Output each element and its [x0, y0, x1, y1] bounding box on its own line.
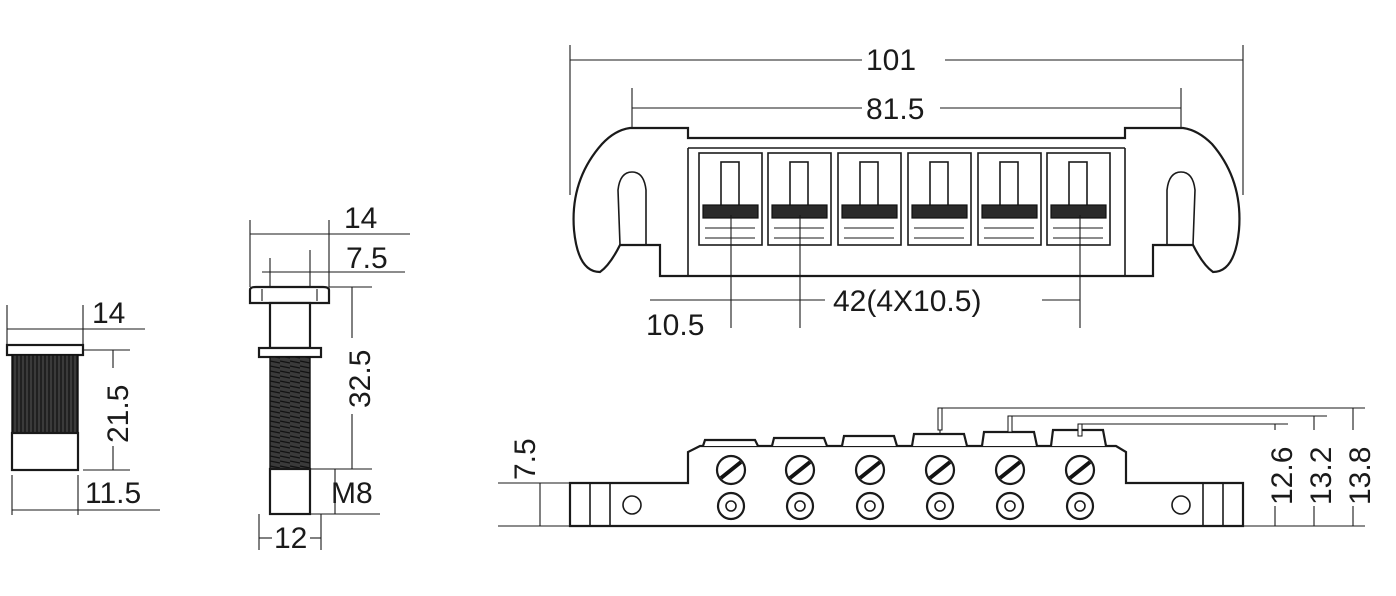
overall-width-label: 101: [866, 44, 916, 77]
stud-screw-neck: [268, 301, 312, 350]
side-saddles: [701, 428, 1108, 447]
stud-insert-height-label: 21.5: [102, 385, 135, 443]
saddle-2: [767, 152, 832, 246]
stud-screw-head-label: 14: [344, 202, 377, 235]
tailpiece-body: [572, 126, 1241, 278]
screw-3: [854, 454, 886, 521]
stud-screw-head: [248, 285, 331, 305]
side-height-label: 7.5: [509, 438, 542, 480]
stud-insert-knurled-body: [11, 354, 79, 434]
stud-screw-thread-label: M8: [331, 477, 373, 510]
stud-screw-length-label: 32.5: [344, 350, 377, 408]
right-stud-slot: [1166, 171, 1196, 246]
stud-insert-collar: [5, 343, 85, 357]
side-height-13-2-label: 13.2: [1305, 447, 1338, 505]
stud-screw-flange: [257, 346, 323, 359]
saddle-3: [837, 152, 902, 246]
saddle-4: [907, 152, 972, 246]
left-stud-slot: [617, 171, 647, 246]
stud-screw-tip: [268, 467, 312, 516]
side-height-12-6-label: 12.6: [1266, 447, 1299, 505]
tailpiece-top-view: 101 81.5: [569, 44, 1244, 342]
single-spacing-label: 10.5: [646, 309, 704, 342]
stud-screw-view: 14 7.5 32.5 M8 12: [248, 202, 410, 555]
screw-1: [715, 454, 747, 521]
saddle-6: [1046, 152, 1111, 246]
stud-screw-shaft-label: 7.5: [346, 242, 388, 275]
side-screws: [715, 454, 1096, 521]
screw-4: [924, 454, 956, 521]
screw-2: [784, 454, 816, 521]
side-body: [568, 444, 1245, 528]
stud-spacing-label: 81.5: [866, 93, 924, 126]
stud-insert-base-label: 11.5: [85, 477, 141, 510]
stud-screw-thread: [269, 356, 311, 470]
stud-insert-width-label: 14: [92, 297, 125, 330]
tailpiece-side-view: 7.5 12.6 13.2 13.8: [498, 407, 1377, 528]
string-spacing-label: 42(4X10.5): [833, 285, 981, 318]
screw-5: [994, 454, 1026, 521]
side-height-13-8-label: 13.8: [1344, 447, 1377, 505]
screw-6: [1064, 454, 1096, 521]
stud-insert-view: 14 21.5 11.5: [5, 297, 160, 515]
stud-insert-plain-body: [10, 431, 80, 472]
saddle-5: [977, 152, 1042, 246]
stud-screw-base-label: 12: [274, 522, 307, 555]
